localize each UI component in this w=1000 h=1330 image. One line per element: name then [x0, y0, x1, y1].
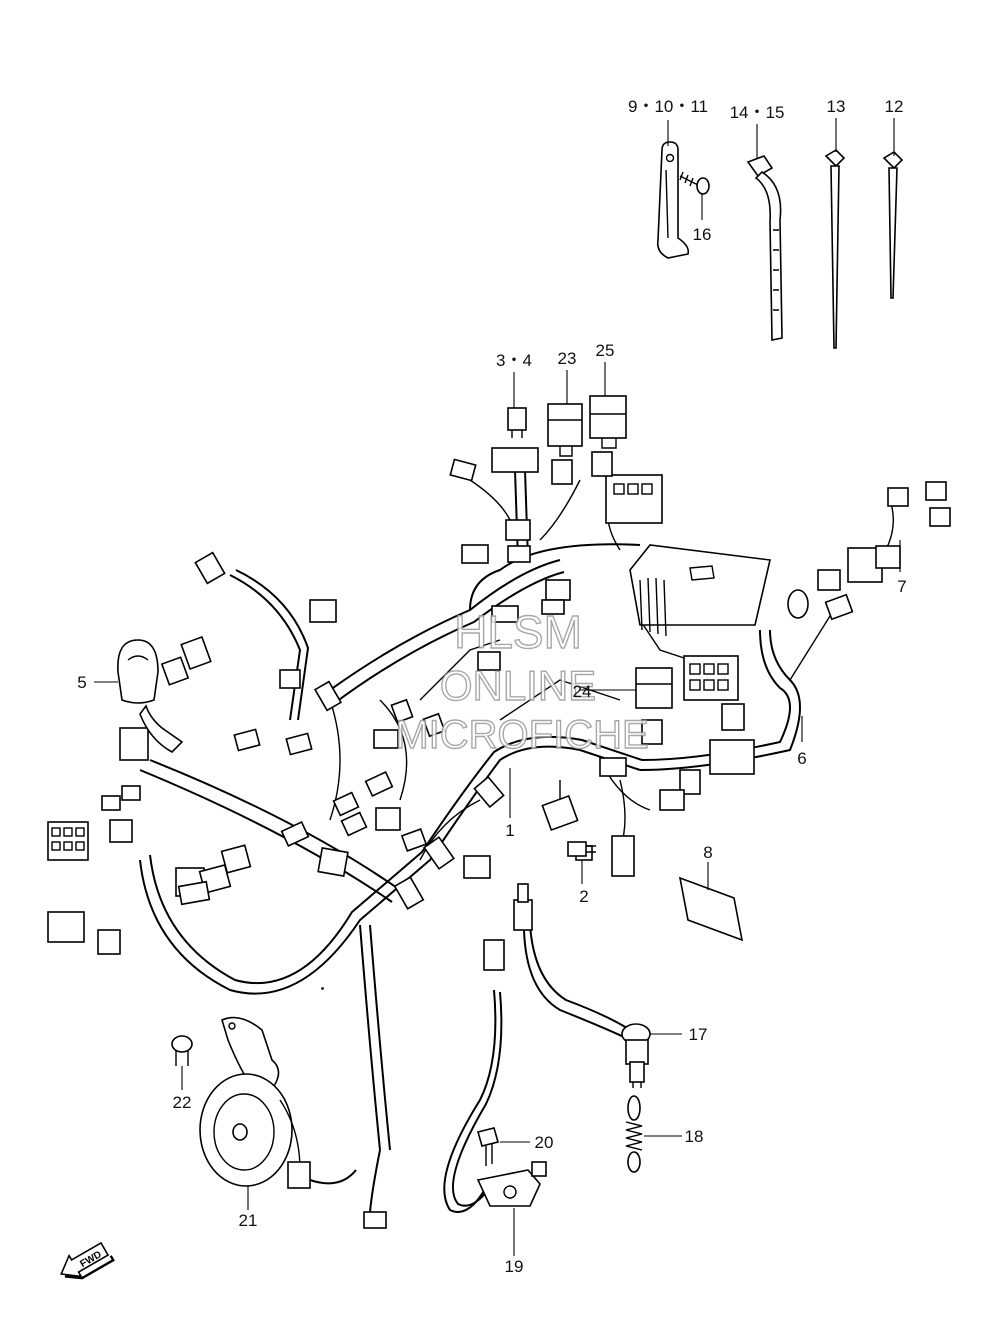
bolt-20 — [477, 1127, 499, 1166]
fuse-3-4 — [507, 407, 527, 438]
main-wiring-harness — [139, 469, 895, 1151]
callout-6: 6 — [797, 749, 806, 768]
callout-18: 18 — [685, 1127, 704, 1146]
cable-tie-12 — [882, 150, 904, 299]
relay-25 — [589, 395, 627, 449]
callout-labels: 9・10・11 16 14・15 13 12 3・4 23 25 5 24 1 … — [77, 97, 906, 1276]
callout-23: 23 — [558, 349, 577, 368]
cable-tie-13 — [824, 148, 846, 349]
callout-20: 20 — [535, 1133, 554, 1152]
callout-8: 8 — [703, 843, 712, 862]
callout-5: 5 — [77, 673, 86, 692]
watermark-line-1: HLSM — [454, 606, 582, 658]
callout-13: 13 — [827, 97, 846, 116]
horn-connector — [363, 1149, 387, 1229]
ecu-connector-block — [629, 544, 771, 637]
callout-9-10-11: 9・10・11 — [628, 97, 708, 116]
callout-16: 16 — [693, 225, 712, 244]
bolt-22 — [171, 1035, 193, 1066]
relay-23 — [547, 403, 583, 457]
callout-12: 12 — [885, 97, 904, 116]
rubber-boot-5 — [117, 639, 184, 753]
spring-18 — [625, 1095, 643, 1173]
leader-lines — [94, 118, 901, 1256]
callout-22: 22 — [173, 1093, 192, 1112]
connectors — [47, 447, 951, 990]
callout-3-4: 3・4 — [496, 351, 532, 370]
terminal-2 — [567, 841, 596, 857]
switch-19-with-wire — [443, 939, 547, 1213]
watermark-line-3: MICROFICHE — [395, 713, 648, 757]
screw-16 — [679, 171, 710, 195]
callout-7: 7 — [897, 577, 906, 596]
harness-clamp-9-10-11 — [656, 141, 690, 259]
fwd-arrow-badge: FWD — [60, 1241, 115, 1280]
relay-24 — [635, 667, 673, 709]
cable-tie-14-15 — [746, 155, 783, 341]
callout-21: 21 — [239, 1211, 258, 1230]
watermark-line-2: ONLINE — [440, 662, 596, 709]
callout-24: 24 — [573, 682, 592, 701]
callout-17: 17 — [689, 1025, 708, 1044]
horn-21 — [199, 1016, 357, 1189]
label-pad-8 — [678, 876, 744, 942]
callout-25: 25 — [596, 341, 615, 360]
watermark: HLSM ONLINE MICROFICHE — [395, 605, 650, 757]
callout-19: 19 — [505, 1257, 524, 1276]
callout-1: 1 — [505, 821, 514, 840]
callout-2: 2 — [579, 887, 588, 906]
sensor-17-with-wire — [513, 883, 651, 1088]
callout-14-15: 14・15 — [730, 103, 785, 122]
